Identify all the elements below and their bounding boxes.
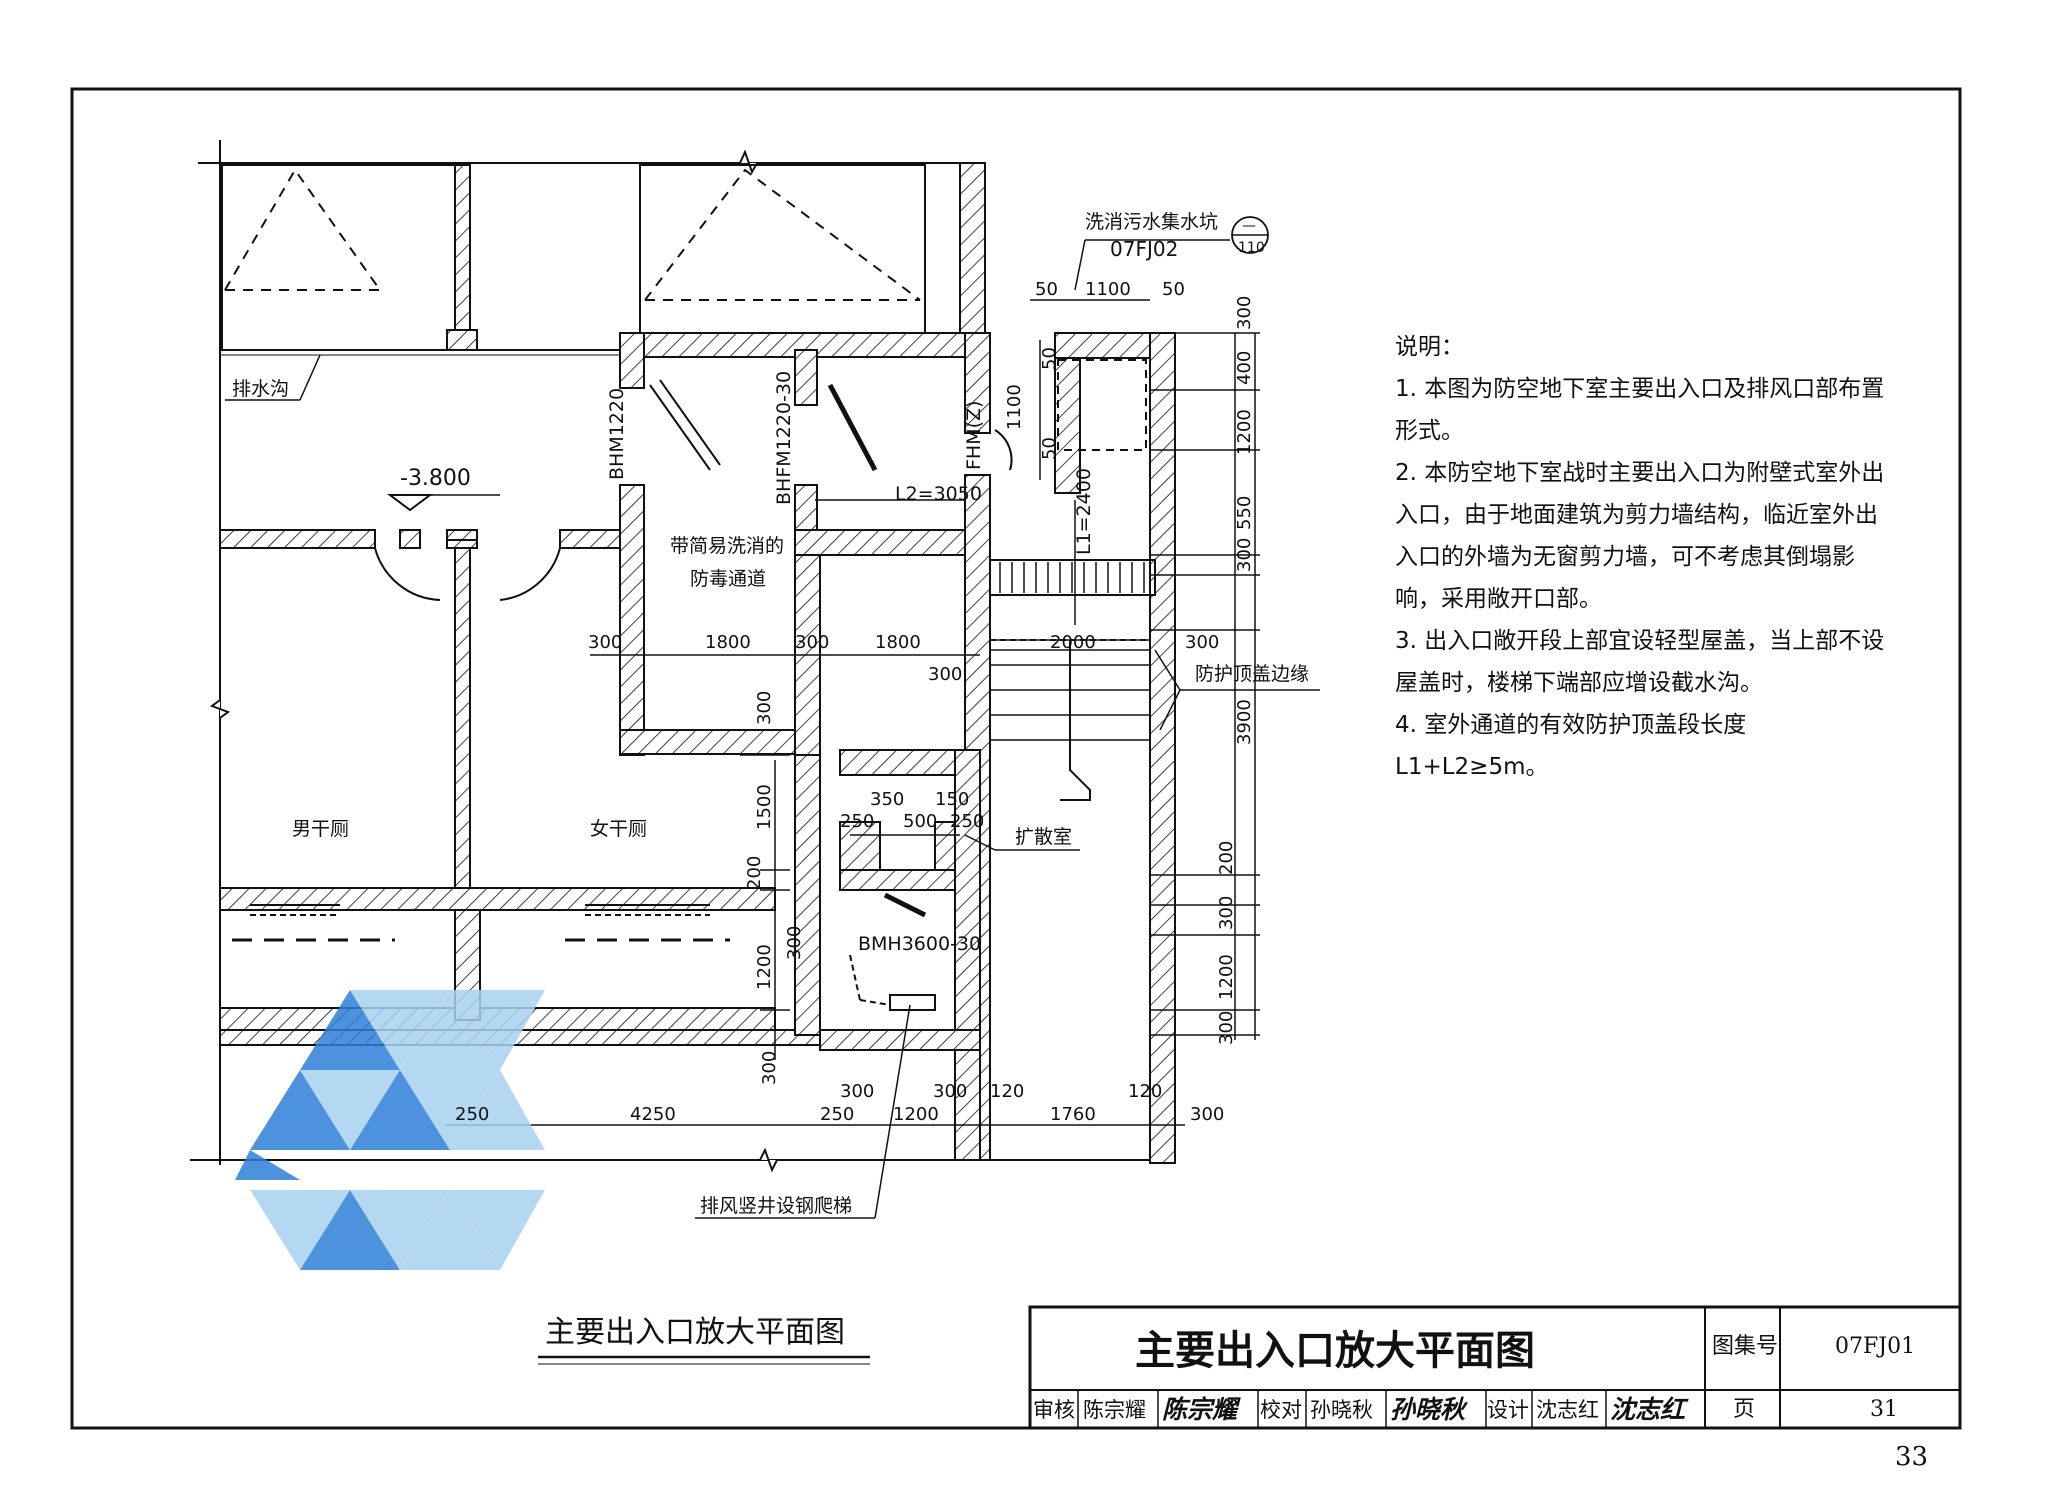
notes-heading: 说明： <box>1395 334 1464 360</box>
atlas-label: 图集号 <box>1712 1334 1778 1359</box>
decon-label-2: 防毒通道 <box>690 568 766 590</box>
check-label: 校对 <box>1260 1398 1302 1422</box>
note-item: 4. 室外通道的有效防护顶盖段长度L1+L2≥5m。 <box>1395 712 1747 780</box>
door-fhm: FHM(Z) <box>963 401 985 470</box>
dim: 1800 <box>875 632 921 653</box>
dim: 300 <box>1216 896 1237 930</box>
dim: 4250 <box>630 1104 676 1125</box>
dim: 3900 <box>1234 699 1255 745</box>
dim: 300 <box>1216 1011 1237 1045</box>
door-bhfm1220: BHFM1220-30 <box>773 371 795 505</box>
dim: 400 <box>1234 351 1255 385</box>
detail-top: — <box>1242 218 1256 234</box>
dim: 120 <box>990 1081 1024 1102</box>
dim: 300 <box>588 632 622 653</box>
dim: 250 <box>950 811 984 832</box>
female-toilet-label: 女干厕 <box>590 818 647 840</box>
design-label: 设计 <box>1487 1398 1529 1422</box>
page-number: 31 <box>1870 1397 1898 1422</box>
male-toilet-label: 男干厕 <box>292 818 349 840</box>
dim: 300 <box>1234 538 1255 572</box>
dim: 300 <box>928 664 962 685</box>
dim: 1100 <box>1004 384 1025 430</box>
title-block-title: 主要出入口放大平面图 <box>1135 1328 1535 1374</box>
page-label: 页 <box>1733 1397 1755 1422</box>
elevation-label: -3.800 <box>400 466 471 491</box>
dim: 300 <box>1185 632 1219 653</box>
door-bhm1220: BHM1220 <box>606 388 628 480</box>
dim: 1800 <box>705 632 751 653</box>
atlas-number: 07FJ01 <box>1835 1334 1915 1359</box>
dim: 1200 <box>1216 954 1237 1000</box>
dim: 1100 <box>1085 279 1131 300</box>
roof-edge-label: 防护顶盖边缘 <box>1195 663 1309 685</box>
shaft-note-label: 排风竖井设钢爬梯 <box>700 1195 852 1217</box>
sheet-border <box>70 87 1962 1430</box>
notes-block: 说明： 1. 本图为防空地下室主要出入口及排风口部布置形式。 2. 本防空地下室… <box>1395 326 1895 788</box>
length-l1: L1=2400 <box>1073 468 1095 555</box>
checker-name: 孙晓秋 <box>1310 1398 1373 1422</box>
dim: 300 <box>795 632 829 653</box>
dim: 300 <box>784 926 805 960</box>
dim: 50 <box>1039 437 1060 460</box>
sump-label: 洗消污水集水坑 <box>1085 211 1218 233</box>
detail-bottom: 110 <box>1238 240 1265 256</box>
dim: 1200 <box>1234 409 1255 455</box>
dim: 120 <box>1128 1081 1162 1102</box>
dim: 300 <box>1234 296 1255 330</box>
decon-label-1: 带简易洗消的 <box>670 535 784 557</box>
designer-signature: 沈志红 <box>1610 1395 1689 1424</box>
expansion-chamber-label: 扩散室 <box>1015 826 1072 848</box>
dim: 200 <box>744 856 765 890</box>
door-bmh3600: BMH3600-30 <box>858 933 981 955</box>
note-item: 1. 本图为防空地下室主要出入口及排风口部布置形式。 <box>1395 376 1885 444</box>
dim: 500 <box>903 811 937 832</box>
dim: 50 <box>1039 347 1060 370</box>
dim: 250 <box>820 1104 854 1125</box>
dim: 200 <box>1216 841 1237 875</box>
dim: 150 <box>935 789 969 810</box>
designer-name: 沈志红 <box>1536 1398 1599 1422</box>
dim: 300 <box>754 691 775 725</box>
dim: 300 <box>933 1081 967 1102</box>
checker-signature: 孙晓秋 <box>1390 1395 1468 1424</box>
dim: 300 <box>840 1081 874 1102</box>
reviewer-signature: 陈宗耀 <box>1162 1395 1241 1424</box>
sump-ref: 07FJ02 <box>1110 237 1178 261</box>
reviewer-name: 陈宗耀 <box>1083 1398 1146 1422</box>
review-label: 审核 <box>1033 1398 1075 1422</box>
drain-label: 排水沟 <box>232 378 289 400</box>
note-item: 2. 本防空地下室战时主要出入口为附壁式室外出入口，由于地面建筑为剪力墙结构，临… <box>1395 460 1885 612</box>
dim: 1500 <box>754 784 775 830</box>
dim: 350 <box>870 789 904 810</box>
dim: 300 <box>759 1051 780 1085</box>
dim: 550 <box>1234 496 1255 530</box>
dim: 50 <box>1035 279 1058 300</box>
plan-caption: 主要出入口放大平面图 <box>545 1315 845 1350</box>
dim: 50 <box>1162 279 1185 300</box>
title-block <box>1028 1305 1962 1430</box>
dim: 250 <box>455 1104 489 1125</box>
dim: 250 <box>840 811 874 832</box>
watermark-logo <box>235 990 545 1270</box>
note-item: 3. 出入口敞开段上部宜设轻型屋盖，当上部不设屋盖时，楼梯下端部应增设截水沟。 <box>1395 628 1885 696</box>
length-l2: L2=3050 <box>895 483 982 505</box>
dim: 1200 <box>754 944 775 990</box>
dim: 2000 <box>1050 632 1096 653</box>
sheet-page-number: 33 <box>1895 1442 1928 1472</box>
dim: 300 <box>1190 1104 1224 1125</box>
dim: 1760 <box>1050 1104 1096 1125</box>
dim: 1200 <box>893 1104 939 1125</box>
